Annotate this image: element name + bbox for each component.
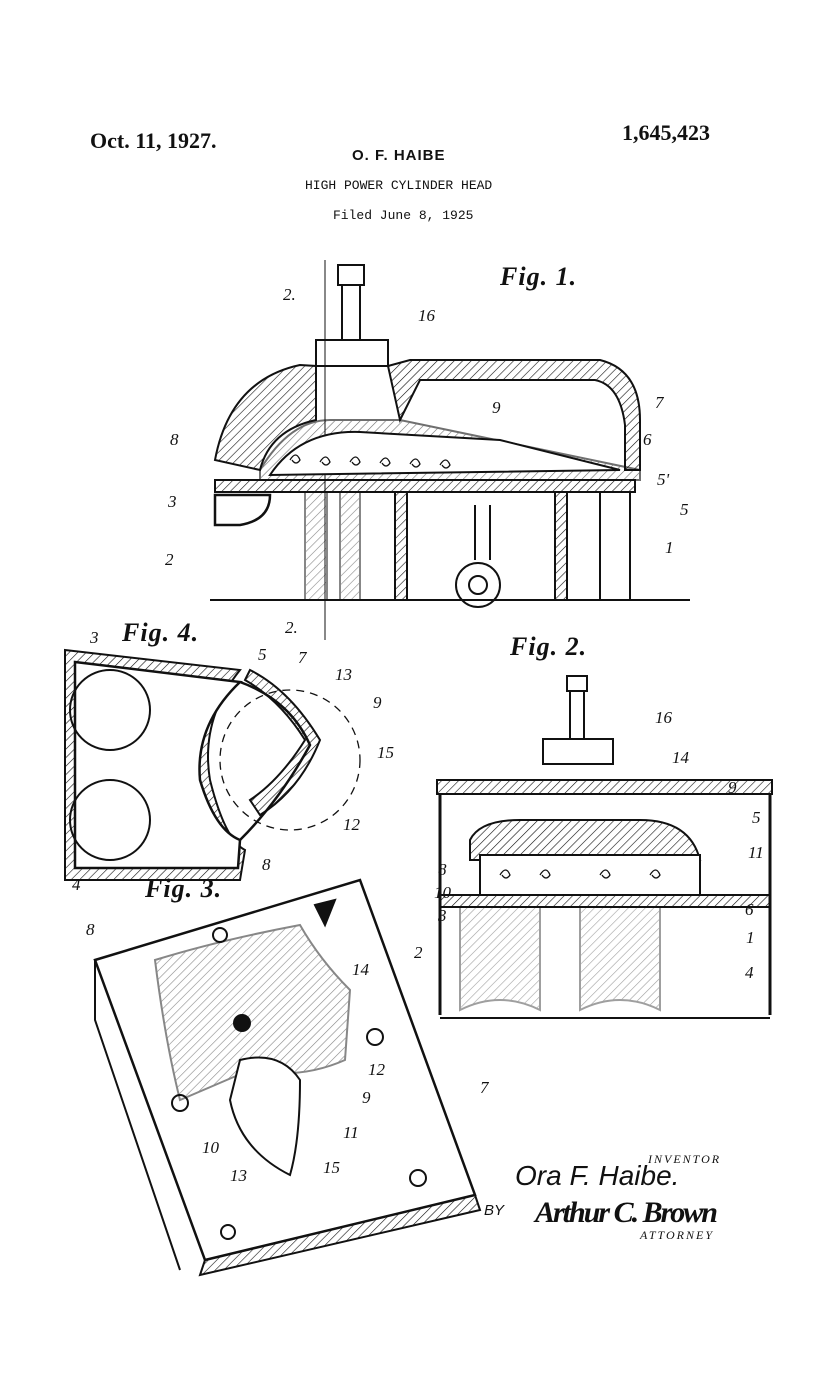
issue-date: Oct. 11, 1927. — [90, 128, 217, 153]
ref-numeral: 2 — [165, 550, 174, 569]
ref-numeral: 8 — [170, 430, 179, 449]
ref-numeral: 8 — [262, 855, 271, 874]
ref-numeral: 14 — [352, 960, 369, 979]
inventor-name: O. F. HAIBE — [352, 147, 446, 164]
fig2-cylinder-head-section — [436, 675, 773, 1019]
patent-number: 1,645,423 — [622, 120, 710, 145]
ref-numeral: 9 — [492, 398, 501, 417]
ref-numeral: 13 — [335, 665, 352, 684]
ref-numeral: 11 — [748, 843, 764, 862]
ref-numeral: 4 — [745, 963, 754, 982]
ref-numeral: 14 — [672, 748, 689, 767]
fig4-title: Fig. 4. — [122, 618, 200, 647]
ref-numeral: 10 — [202, 1138, 219, 1157]
ref-numeral: 8 — [438, 860, 447, 879]
fig3-perspective-view — [93, 878, 482, 1277]
ref-numeral: 7 — [298, 648, 307, 667]
ref-numeral: 9 — [362, 1088, 371, 1107]
ref-numeral: 9 — [728, 778, 737, 797]
filed-date: Filed June 8, 1925 — [333, 208, 474, 223]
ref-numeral: 2 — [414, 943, 423, 962]
ref-numeral: 4 — [72, 875, 81, 894]
inventor-signature: Ora F. Haibe. — [515, 1160, 680, 1191]
ref-numeral: 16 — [655, 708, 672, 727]
fig1-cylinder-head-section — [210, 260, 690, 640]
ref-numeral: 11 — [343, 1123, 359, 1142]
ref-numeral: 3 — [168, 492, 177, 511]
ref-numeral: 7 — [480, 1078, 489, 1097]
ref-numeral: 1 — [665, 538, 674, 557]
ref-numeral: 5' — [657, 470, 670, 489]
fig4-combustion-chamber-plan — [64, 648, 361, 881]
ref-numeral: 12 — [368, 1060, 385, 1079]
fig2-title: Fig. 2. — [510, 632, 588, 661]
by-label: BY — [484, 1202, 505, 1219]
attorney-label: ATTORNEY — [640, 1228, 715, 1242]
ref-numeral: 13 — [230, 1166, 247, 1185]
ref-numeral: 5 — [752, 808, 761, 827]
ref-numeral: 5 — [258, 645, 267, 664]
fig3-title: Fig. 3. — [145, 874, 223, 903]
fig1-title: Fig. 1. — [500, 262, 578, 291]
ref-numeral: 6 — [745, 900, 754, 919]
ref-numeral: 10 — [434, 883, 451, 902]
ref-numeral: 8 — [86, 920, 95, 939]
patent-title: HIGH POWER CYLINDER HEAD — [305, 178, 493, 193]
ref-numeral: 6 — [643, 430, 652, 449]
ref-numeral: 12 — [343, 815, 360, 834]
ref-numeral: 7 — [655, 393, 664, 412]
ref-numeral: 3 — [90, 628, 99, 647]
ref-numeral: 5 — [680, 500, 689, 519]
ref-numeral: 15 — [377, 743, 394, 762]
ref-numeral: 2. — [283, 285, 296, 304]
attorney-signature: Arthur C. Brown — [535, 1196, 718, 1229]
ref-numeral: 2. — [285, 618, 298, 637]
inventor-label: INVENTOR — [648, 1152, 722, 1166]
ref-numeral: 1 — [746, 928, 755, 947]
ref-numeral: 15 — [323, 1158, 340, 1177]
ref-numeral: 3 — [438, 906, 447, 925]
ref-numeral: 9 — [373, 693, 382, 712]
ref-numeral: 16 — [418, 306, 435, 325]
